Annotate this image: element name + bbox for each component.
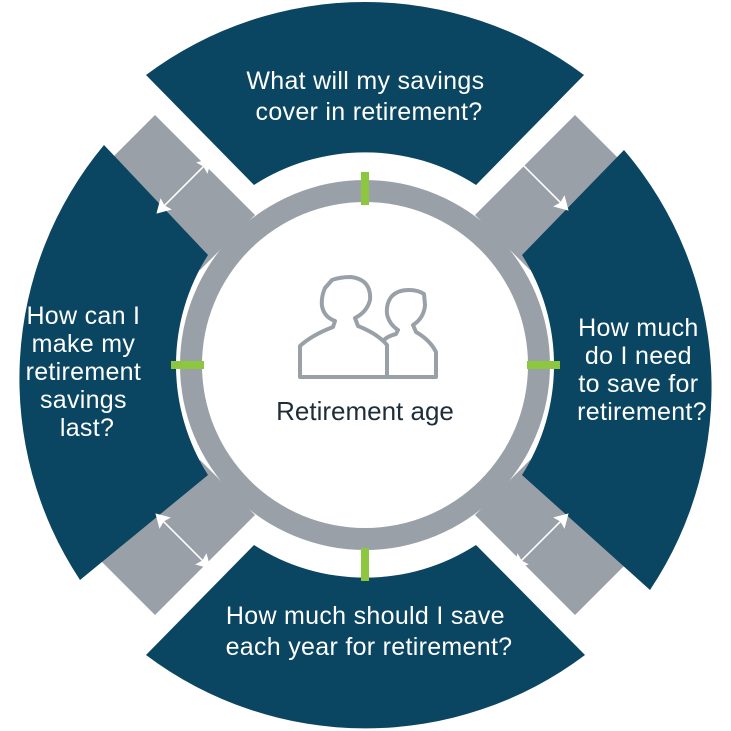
tick-marker-top <box>361 172 369 205</box>
connector-band-bottom-left <box>100 460 255 615</box>
segment-right-text: How much do I need to save for retiremen… <box>577 314 707 426</box>
arrows <box>155 155 569 569</box>
tick-marker-left <box>171 361 204 369</box>
segment-top-text: What will my savings cover in retirement… <box>246 67 491 126</box>
segment-right-line: do I need <box>585 342 692 370</box>
segment-bottom-line: each year for retirement? <box>226 633 513 661</box>
segment-top <box>146 1 584 186</box>
segment-left-line: make my <box>32 330 136 358</box>
segment-left-line: savings <box>40 386 127 414</box>
segments <box>19 1 712 729</box>
double-arrow-icon <box>155 513 211 569</box>
connector-bands <box>100 115 630 615</box>
segment-right <box>522 150 712 590</box>
segment-top-line: What will my savings <box>246 67 484 95</box>
segment-right-line: How much <box>578 314 699 342</box>
tick-markers <box>171 172 560 581</box>
double-arrow-icon <box>513 513 569 569</box>
segment-bottom-line: How much should I save <box>226 602 505 630</box>
segment-left <box>19 145 208 580</box>
connector-band-top-right <box>475 115 630 270</box>
segment-left-text: How can I make my retirement savings las… <box>26 302 149 442</box>
tick-marker-bottom <box>361 548 369 581</box>
center-label: Retirement age <box>276 396 454 426</box>
segment-right-line: retirement? <box>577 398 707 426</box>
segment-left-line: retirement <box>26 358 142 386</box>
segment-left-line: last? <box>60 414 114 442</box>
segment-bottom <box>146 545 585 729</box>
tick-marker-right <box>527 361 560 369</box>
double-arrow-icon <box>156 158 212 214</box>
people-icon <box>298 275 438 379</box>
segment-top-line: cover in retirement? <box>256 98 483 126</box>
segment-right-line: to save for <box>578 370 698 398</box>
connector-band-bottom-right <box>475 460 630 615</box>
segment-bottom-text: How much should I save each year for ret… <box>226 602 513 661</box>
double-arrow-icon <box>513 155 569 211</box>
center-hub <box>202 202 528 528</box>
segment-left-line: How can I <box>26 302 140 330</box>
